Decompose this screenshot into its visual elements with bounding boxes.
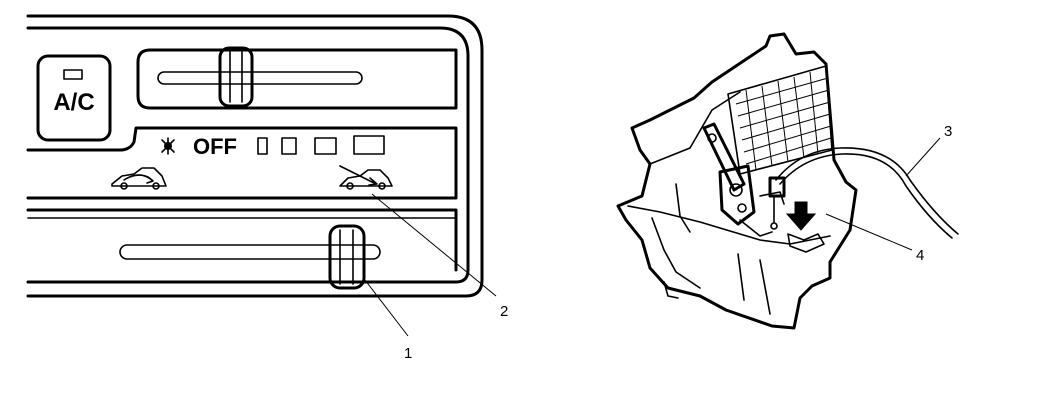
control-cable xyxy=(759,147,959,239)
lower-face-edge xyxy=(26,208,458,272)
callout-4: 4 xyxy=(916,247,924,264)
recirculate-air-car-icon xyxy=(111,167,167,190)
housing-edge-line xyxy=(649,91,741,165)
upper-slider-knob[interactable] xyxy=(218,46,254,108)
housing-lower-line xyxy=(651,217,701,289)
housing-seam-line xyxy=(627,205,831,245)
upper-slider-track xyxy=(136,48,458,110)
leader-line-2 xyxy=(371,193,497,297)
fan-speed-step xyxy=(314,137,337,155)
housing-front-line xyxy=(675,183,691,233)
mode-control-lever[interactable] xyxy=(702,122,773,237)
callout-1: 1 xyxy=(404,345,412,362)
lower-slider-knob[interactable] xyxy=(328,224,366,290)
leader-line-3 xyxy=(905,137,941,177)
ac-button[interactable]: A/C xyxy=(36,54,112,142)
ac-label: A/C xyxy=(53,89,94,116)
ac-indicator-lamp xyxy=(63,69,83,80)
callout-3: 3 xyxy=(944,123,952,140)
heater-unit-assembly: 3 4 xyxy=(616,32,959,330)
off-label: OFF xyxy=(193,134,237,159)
arrow-down-icon xyxy=(785,201,817,231)
heater-core-grille xyxy=(727,65,833,175)
housing-foot xyxy=(663,281,679,299)
mode-face xyxy=(26,126,458,200)
leader-line-1 xyxy=(364,279,409,337)
cable-clamp[interactable] xyxy=(768,176,786,230)
panel-bezel-outer xyxy=(26,14,484,298)
lower-slider-track xyxy=(119,244,381,260)
fan-speed-step xyxy=(353,135,385,155)
fan-speed-step xyxy=(281,137,297,155)
fan-speed-steps xyxy=(257,135,385,155)
control-panel: A/C OFF xyxy=(26,14,508,362)
cable-mount-tab xyxy=(787,233,825,253)
panel-bezel-inner xyxy=(26,26,470,284)
callout-2: 2 xyxy=(500,303,508,320)
heater-housing-outline xyxy=(616,32,858,330)
leader-line-4 xyxy=(825,213,913,251)
fan-icon xyxy=(161,137,175,155)
fan-speed-step xyxy=(257,137,268,155)
fresh-air-car-icon xyxy=(339,165,393,190)
housing-rib-lines xyxy=(737,253,771,315)
